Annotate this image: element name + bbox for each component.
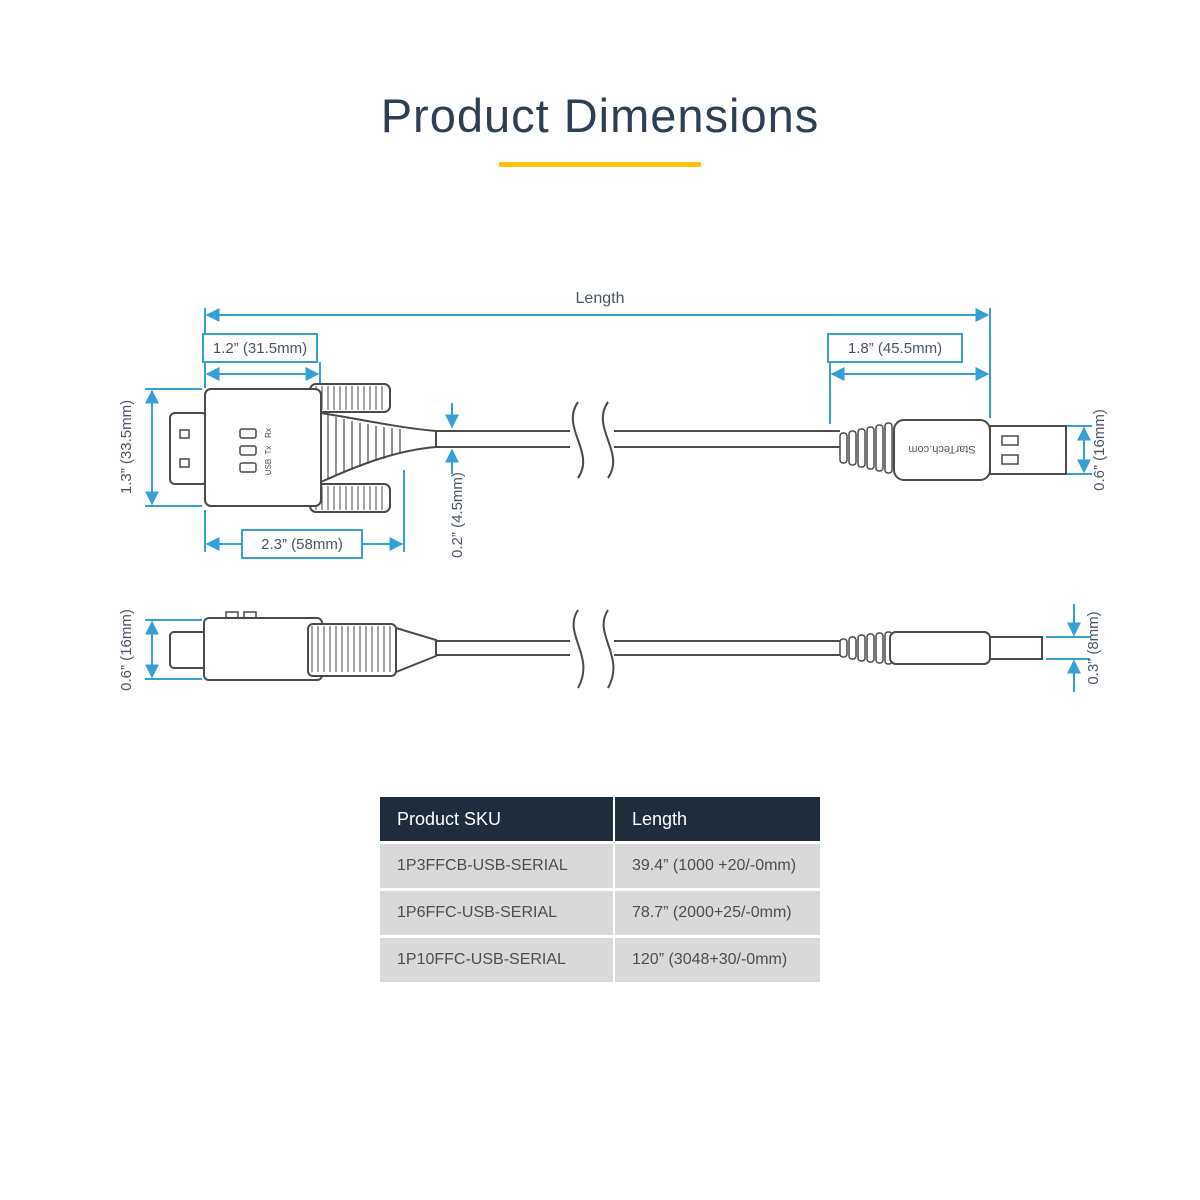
led-tx-label: Tx <box>264 446 273 455</box>
dim-cable-thickness-label: 0.2” (4.5mm) <box>449 472 466 558</box>
table-row-3-sku: 1P10FFC-USB-SERIAL <box>380 938 613 982</box>
table-header-sku: Product SKU <box>380 797 613 841</box>
dim-side-left-height-label: 0.6” (16mm) <box>118 609 135 691</box>
dim-side-usb-height: 0.3” (8mm) <box>1046 604 1102 692</box>
dim-serial-length: 2.3” (58mm) <box>204 470 405 559</box>
dim-usb-height: 0.6” (16mm) <box>1066 409 1108 491</box>
dim-serial-height: 1.3” (33.5mm) <box>118 388 202 507</box>
table-row-3-length: 120” (3048+30/-0mm) <box>615 938 820 982</box>
led-rx-label: Rx <box>264 428 273 438</box>
cable-side-view <box>436 609 840 689</box>
product-sku-table: Product SKU Length 1P3FFCB-USB-SERIAL 39… <box>380 797 820 982</box>
serial-connector-top-view: Rx Tx USB <box>169 383 437 513</box>
dim-length-label: Length <box>576 290 625 307</box>
table-row-2-length: 78.7” (2000+25/-0mm) <box>615 891 820 935</box>
brand-label: StarTech.com <box>908 443 975 455</box>
dim-side-left-height: 0.6” (16mm) <box>118 609 202 691</box>
led-usb-label: USB <box>264 459 273 475</box>
cable-break-top <box>571 401 585 479</box>
dim-usb-length-label: 1.8” (45.5mm) <box>848 340 942 357</box>
dim-serial-front: 1.2” (31.5mm) <box>202 333 321 388</box>
dim-serial-length-label: 2.3” (58mm) <box>261 536 343 553</box>
usb-connector-top-view: StarTech.com <box>839 419 1067 481</box>
dim-serial-front-label: 1.2” (31.5mm) <box>213 340 307 357</box>
table-row-1-sku: 1P3FFCB-USB-SERIAL <box>380 844 613 888</box>
dim-side-usb-height-label: 0.3” (8mm) <box>1085 611 1102 684</box>
cable-top-view <box>436 401 840 479</box>
dim-usb-length: 1.8” (45.5mm) <box>827 333 990 424</box>
serial-connector-side-view <box>169 611 437 681</box>
title-underline <box>499 162 701 167</box>
dim-cable-thickness: 0.2” (4.5mm) <box>445 403 466 558</box>
dim-serial-height-label: 1.3” (33.5mm) <box>118 400 135 494</box>
cable-break-side <box>572 609 585 689</box>
usb-connector-side-view <box>839 631 1043 665</box>
table-row-2-sku: 1P6FFC-USB-SERIAL <box>380 891 613 935</box>
page-title: Product Dimensions <box>380 89 820 142</box>
product-dimensions-drawing: Length 1.2” (31.5mm) 1.8” (45.5mm) 1.3” … <box>118 290 1108 692</box>
dim-usb-height-label: 0.6” (16mm) <box>1091 409 1108 491</box>
table-row-1-length: 39.4” (1000 +20/-0mm) <box>615 844 820 888</box>
dim-length: Length <box>204 290 991 418</box>
table-header-length: Length <box>615 797 820 841</box>
